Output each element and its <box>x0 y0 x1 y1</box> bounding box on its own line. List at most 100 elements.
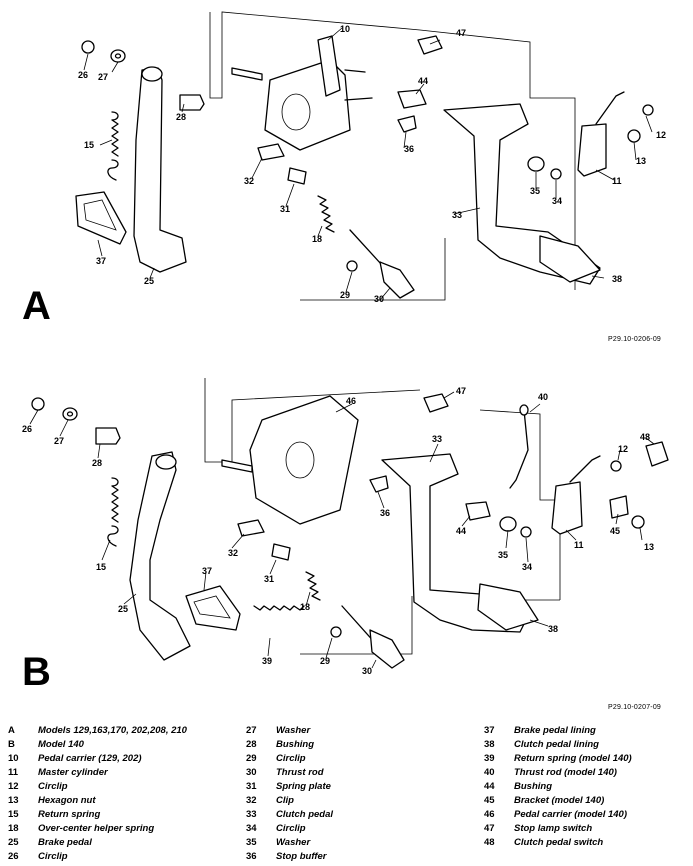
b-callout-37: 37 <box>202 566 212 576</box>
b-callout-15: 15 <box>96 562 106 572</box>
hex-nut-13-b <box>631 515 645 529</box>
b-callout-40: 40 <box>538 392 548 402</box>
legend-key: 39 <box>484 753 495 764</box>
circlip-29-a <box>346 260 358 272</box>
legend-description: Master cylinder <box>38 767 108 778</box>
b-callout-29: 29 <box>320 656 330 666</box>
washer-35-b <box>499 516 517 532</box>
a-callout-26: 26 <box>78 70 88 80</box>
legend-description: Brake pedal lining <box>514 725 596 736</box>
legend-row: A Models 129,163,170, 202,208, 210 <box>8 724 187 738</box>
clip-32-b <box>237 519 265 537</box>
circlip-29-b <box>330 626 342 638</box>
section-a-figure-code: P29.10-0206-09 <box>608 336 662 343</box>
circlip-34-b <box>520 526 532 538</box>
brake-pedal-lining-37-a <box>75 191 127 245</box>
legend-description: Circlip <box>38 851 68 862</box>
b-callout-35: 35 <box>498 550 508 560</box>
legend-key: 36 <box>246 851 257 862</box>
b-callout-36: 36 <box>380 508 390 518</box>
stop-lamp-switch-47-b <box>423 393 449 413</box>
pedal-carrier-46-b <box>249 395 359 525</box>
legend-description: Washer <box>276 725 311 736</box>
bushing-28-b <box>95 427 121 445</box>
legend-key: 47 <box>484 823 495 834</box>
circlip-26-a <box>81 40 95 54</box>
legend-description: Pedal carrier (129, 202) <box>38 753 142 764</box>
legend-row: 35 Washer <box>246 836 333 850</box>
legend-key: 27 <box>246 725 257 736</box>
legend-description: Model 140 <box>38 739 84 750</box>
legend-row: B Model 140 <box>8 738 187 752</box>
legend-description: Pedal carrier (model 140) <box>514 809 627 820</box>
a-callout-31: 31 <box>280 204 290 214</box>
legend-key: 40 <box>484 767 495 778</box>
helper-spring-18-b <box>305 571 321 601</box>
legend-description: Hexagon nut <box>38 795 96 806</box>
legend-description: Spring plate <box>276 781 331 792</box>
bracket-45-b <box>609 495 629 519</box>
a-callout-35: 35 <box>530 186 540 196</box>
legend-key: 26 <box>8 851 19 862</box>
legend-key: 44 <box>484 781 495 792</box>
legend-key: 13 <box>8 795 19 806</box>
diagram-svg: 1047262728154436121332311135341833372538… <box>22 11 669 676</box>
legend-key: 35 <box>246 837 257 848</box>
legend-description: Stop buffer <box>276 851 327 862</box>
legend-key: 10 <box>8 753 19 764</box>
legend-description: Washer <box>276 837 311 848</box>
b-callout-38: 38 <box>548 624 558 634</box>
bushing-44-a <box>397 89 427 109</box>
a-callout-37: 37 <box>96 256 106 266</box>
b-callout-45: 45 <box>610 526 620 536</box>
stop-buffer-36-b <box>369 475 389 493</box>
a-callout-44: 44 <box>418 76 428 86</box>
b-callout-33: 33 <box>432 434 442 444</box>
b-callout-13: 13 <box>644 542 654 552</box>
legend-description: Clutch pedal lining <box>514 739 599 750</box>
b-callout-26: 26 <box>22 424 32 434</box>
legend-description: Over-center helper spring <box>38 823 155 834</box>
a-callout-33: 33 <box>452 210 462 220</box>
circlip-34-a <box>550 168 562 180</box>
legend-description: Brake pedal <box>38 837 92 848</box>
legend-key: 25 <box>8 837 19 848</box>
master-cylinder-11-b <box>551 481 583 535</box>
a-callout-25: 25 <box>144 276 154 286</box>
legend-key: A <box>8 725 15 736</box>
b-callout-47: 47 <box>456 386 466 396</box>
section-b-drawing <box>29 378 669 669</box>
a-callout-30: 30 <box>374 294 384 304</box>
b-callout-32: 32 <box>228 548 238 558</box>
stop-buffer-36-a <box>397 115 417 133</box>
legend-description: Models 129,163,170, 202,208, 210 <box>38 725 187 736</box>
a-callout-38: 38 <box>612 274 622 284</box>
legend-row: 27 Washer <box>246 724 333 738</box>
legend-description: Bracket (model 140) <box>514 795 605 806</box>
legend-row: 26 Circlip <box>8 850 187 864</box>
legend-key: 31 <box>246 781 257 792</box>
b-callout-11: 11 <box>574 540 584 550</box>
legend-key: 48 <box>484 837 495 848</box>
legend-key: B <box>8 739 15 750</box>
a-callout-27: 27 <box>98 72 108 82</box>
b-callout-28: 28 <box>92 458 102 468</box>
section-b-letter: B <box>22 650 51 694</box>
legend-key: 15 <box>8 809 19 820</box>
legend-description: Clutch pedal switch <box>514 837 604 848</box>
legend-key: 18 <box>8 823 19 834</box>
legend-key: 29 <box>246 753 257 764</box>
